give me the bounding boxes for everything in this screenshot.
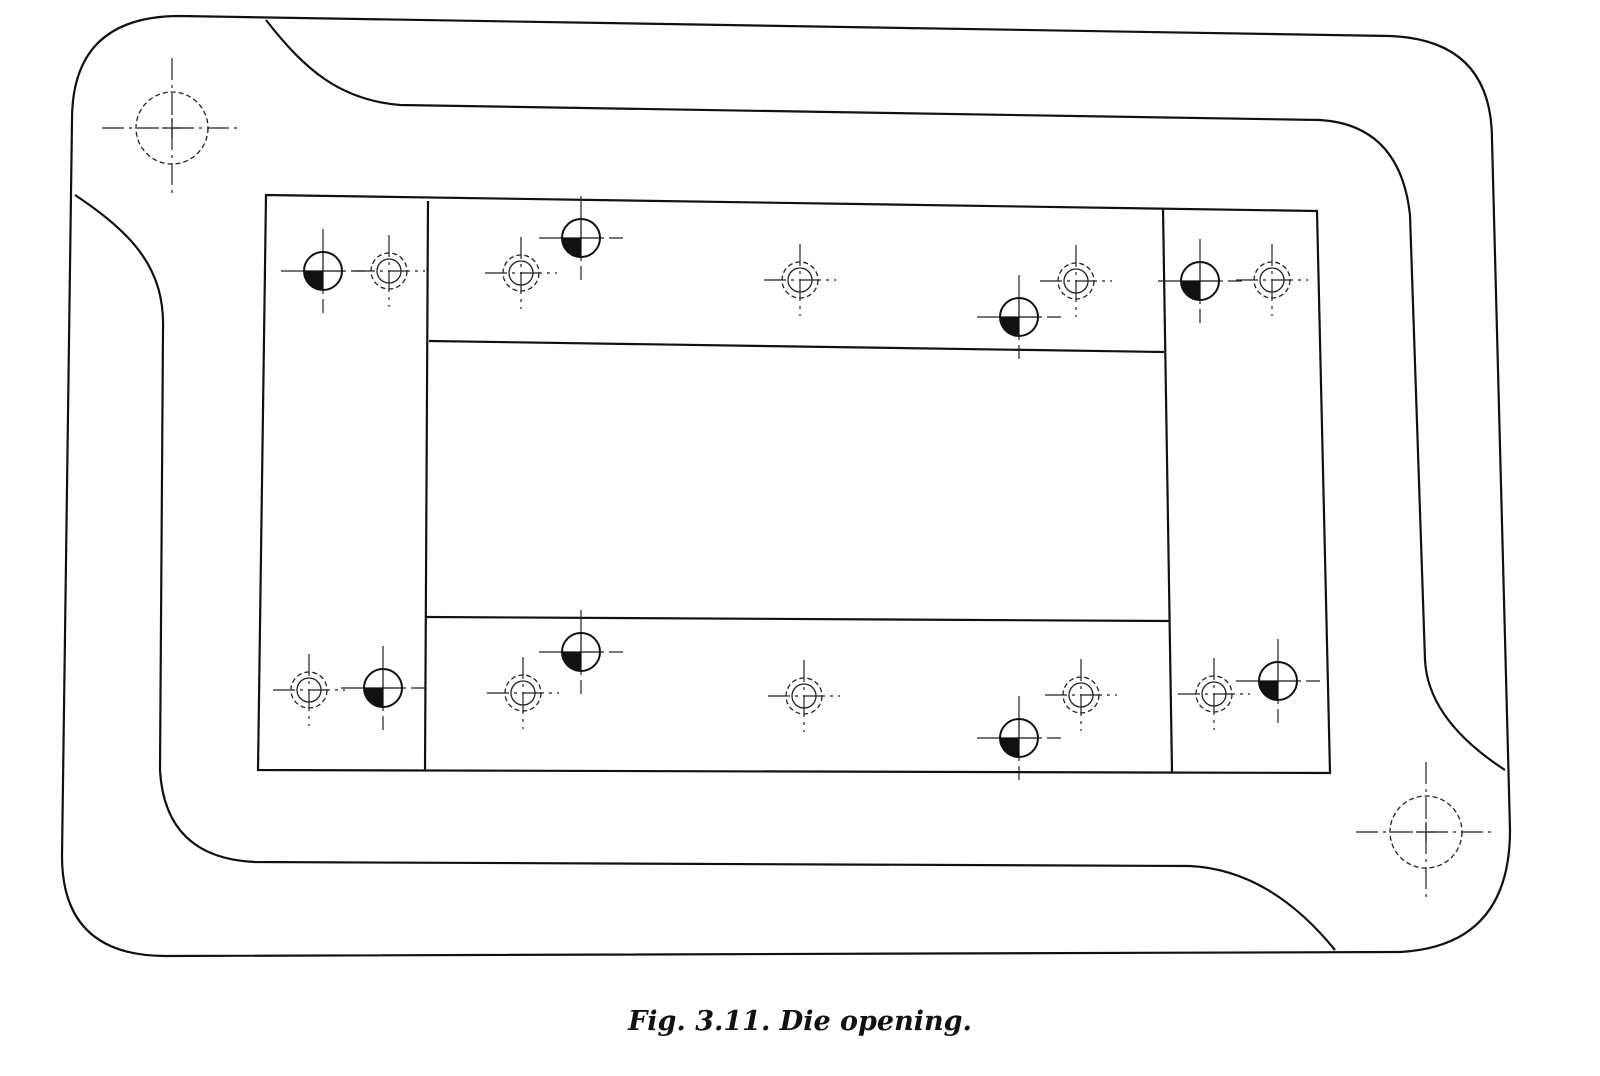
screw-hole bbox=[1236, 244, 1308, 316]
right-insert-separator bbox=[1161, 208, 1174, 773]
dowel-hole bbox=[1236, 639, 1320, 723]
screw-hole bbox=[1178, 658, 1250, 730]
screw-hole bbox=[1040, 245, 1112, 317]
dowel-hole bbox=[341, 646, 425, 730]
bolt-hole-group bbox=[102, 58, 1496, 902]
screw-hole bbox=[764, 244, 836, 316]
dowel-hole bbox=[977, 696, 1061, 780]
screw-hole bbox=[768, 660, 840, 732]
contour-lower-left bbox=[74, 194, 1336, 951]
die-block-outline bbox=[60, 14, 1512, 958]
dowel-hole bbox=[281, 229, 365, 313]
left-insert-separator bbox=[423, 200, 430, 771]
screw-hole bbox=[1045, 659, 1117, 731]
bolt-hole bbox=[1356, 762, 1496, 902]
dowel-hole bbox=[539, 610, 623, 694]
bottom-bar-edge bbox=[425, 615, 1171, 623]
top-bar-edge bbox=[428, 339, 1165, 354]
dowel-hole bbox=[977, 275, 1061, 359]
figure-caption: Fig. 3.11. Die opening. bbox=[628, 1006, 972, 1037]
dowel-hole bbox=[539, 196, 623, 280]
contour-upper-left bbox=[265, 19, 1506, 771]
bolt-hole bbox=[102, 58, 242, 198]
screw-hole bbox=[485, 237, 557, 309]
screw-hole bbox=[273, 654, 345, 726]
dowel-hole-group bbox=[281, 196, 1320, 780]
screw-hole bbox=[487, 657, 559, 729]
dowel-hole bbox=[1158, 239, 1242, 323]
screw-hole-group bbox=[273, 235, 1308, 732]
die-plate-outline bbox=[256, 193, 1332, 775]
die-opening-drawing bbox=[60, 14, 1512, 958]
